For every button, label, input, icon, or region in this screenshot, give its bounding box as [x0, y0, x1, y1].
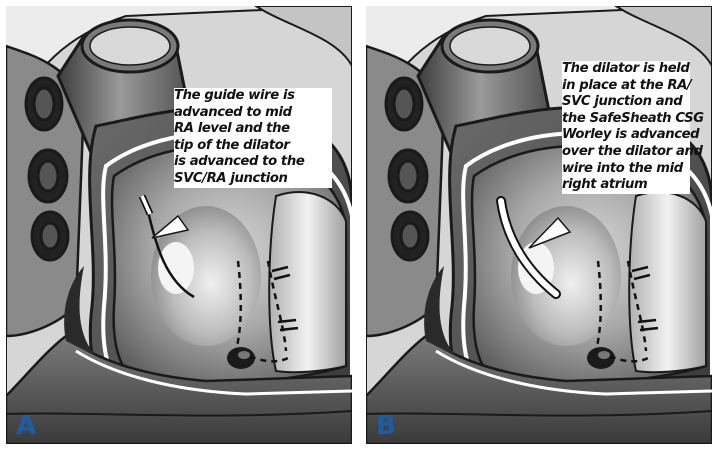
- caption-line: the SafeSheath CSG: [562, 111, 690, 128]
- caption-line: advanced to mid: [174, 105, 332, 122]
- caption-line: over the dilator and: [562, 144, 690, 161]
- caption-line: is advanced to the: [174, 154, 332, 171]
- panel-label-a: A: [16, 413, 36, 439]
- caption-line: SVC junction and: [562, 94, 690, 111]
- panel-b: The dilator is held in place at the RA/ …: [366, 6, 712, 444]
- caption-line: The dilator is held: [562, 61, 690, 78]
- caption-line: SVC/RA junction: [174, 171, 332, 188]
- caption-line: right atrium: [562, 177, 690, 194]
- caption-line: tip of the dilator: [174, 138, 332, 155]
- caption-b: The dilator is held in place at the RA/ …: [562, 61, 690, 194]
- panel-label-b: B: [376, 413, 396, 439]
- heart-illustration-a: [6, 6, 352, 444]
- caption-a: The guide wire is advanced to mid RA lev…: [174, 88, 332, 188]
- caption-line: The guide wire is: [174, 88, 332, 105]
- caption-line: RA level and the: [174, 121, 332, 138]
- caption-line: Worley is advanced: [562, 127, 690, 144]
- caption-line: in place at the RA/: [562, 78, 690, 95]
- caption-line: wire into the mid: [562, 161, 690, 178]
- panel-a: The guide wire is advanced to mid RA lev…: [6, 6, 352, 444]
